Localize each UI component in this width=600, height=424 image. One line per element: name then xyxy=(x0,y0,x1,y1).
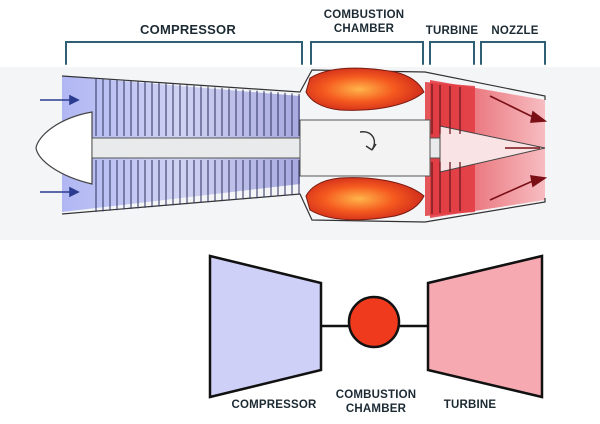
inlet-arrows xyxy=(40,94,80,198)
combustion-section-label-line1: COMBUSTION xyxy=(323,9,405,21)
schematic-combustion-chamber xyxy=(347,295,401,349)
shaft-housing xyxy=(299,119,431,177)
lower-casing xyxy=(61,193,546,223)
nozzle-section-label: NOZZLE xyxy=(491,25,539,37)
exhaust-cone xyxy=(439,125,546,173)
schematic-combustion-label: COMBUSTION CHAMBER xyxy=(326,388,426,416)
jet-engine-cutaway xyxy=(0,67,600,240)
exhaust-arrows xyxy=(489,95,548,201)
combustion-bracket xyxy=(310,41,424,65)
combustion-section-label: COMBUSTION CHAMBER xyxy=(306,8,422,36)
upper-combustor xyxy=(305,67,425,111)
compressor-bracket xyxy=(65,41,303,65)
lower-combustor xyxy=(305,177,425,221)
schematic-combustion-label-line2: CHAMBER xyxy=(345,403,407,415)
section-brackets xyxy=(65,41,546,65)
schematic-turbine-label: TURBINE xyxy=(443,399,497,411)
combustion-section-label-line2: CHAMBER xyxy=(333,23,395,35)
turbine-bracket xyxy=(429,41,475,65)
schematic-compressor-label: COMPRESSOR xyxy=(231,399,317,411)
nozzle-bracket xyxy=(480,41,546,65)
compressor-blades xyxy=(95,78,300,212)
schematic-turbine xyxy=(426,254,544,399)
compressor-section-label: COMPRESSOR xyxy=(140,22,236,37)
nose-cone xyxy=(35,111,93,185)
turbine-section-label: TURBINE xyxy=(425,25,479,37)
turbine-blades xyxy=(431,84,461,214)
schematic-combustion-label-line1: COMBUSTION xyxy=(335,389,417,401)
schematic-compressor xyxy=(208,254,323,399)
